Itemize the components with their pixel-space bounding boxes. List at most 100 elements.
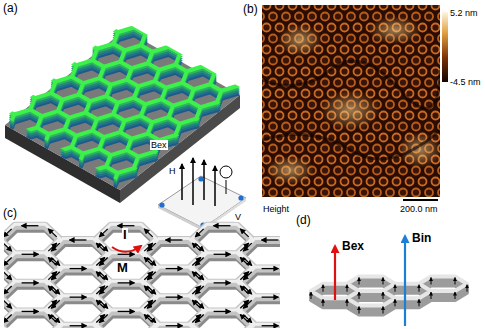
moment-arrow: [323, 299, 324, 306]
magnetization-arrow: [166, 297, 183, 298]
magnetization-arrow: [195, 300, 203, 308]
magnetization-arrow: [214, 225, 231, 226]
magnetization-arrow: [4, 229, 12, 237]
magnetization-arrow: [99, 272, 107, 280]
magnetization-arrow: [70, 239, 87, 240]
moment-arrow: [347, 299, 348, 306]
internal-field-label: Bin: [412, 232, 431, 246]
honeycomb-wall: [5, 22, 240, 182]
magnetization-arrow: [118, 311, 135, 312]
current-arrow: [112, 246, 141, 252]
magnetization-arrow: [22, 225, 39, 226]
magnetization-arrow: [70, 268, 87, 269]
external-field-label: Bex: [342, 240, 364, 254]
magnetization-arrow: [4, 300, 12, 308]
magnetization-arrow: [22, 282, 39, 283]
magnetization-arrow: [99, 229, 107, 237]
external-field-arrow: [334, 246, 336, 300]
magnetization-arrow: [147, 257, 155, 265]
magnetization-arrow: [147, 272, 155, 280]
magnetization-arrow: [51, 272, 59, 280]
magnetization-arrow: [4, 286, 12, 294]
moment-arrow: [359, 292, 360, 299]
panel-label: (d): [296, 214, 311, 228]
image-channel: Height: [263, 204, 289, 214]
panel-label: (c): [3, 207, 17, 221]
magnetization-arrow: [118, 282, 135, 283]
scale-min: -4.5 nm: [450, 77, 481, 87]
magnetization-arrow: [99, 315, 107, 323]
moment-arrow: [323, 285, 324, 292]
magnetization-arrow: [144, 229, 152, 237]
magnetization-arrow: [22, 254, 39, 255]
magnetization-arrow: [243, 257, 251, 265]
field-label: H: [168, 166, 177, 176]
magnetization-arrow: [243, 272, 251, 280]
moment-arrow: [455, 292, 456, 299]
magnetization-arrow: [4, 315, 12, 323]
magnetization-arrow: [4, 243, 12, 251]
scale-max: 5.2 nm: [450, 8, 478, 18]
magnetization-arrow: [195, 272, 203, 280]
magnetization-arrow: [195, 243, 203, 251]
magnetization-arrow: [48, 229, 56, 237]
moment-arrow: [359, 277, 360, 284]
magnetization-arrow: [4, 272, 12, 280]
magnetization-arrow: [99, 257, 107, 265]
magnetization-arrow: [262, 297, 279, 298]
magnetization-arrow: [262, 268, 279, 269]
magnetization-arrow: [166, 325, 183, 326]
magnetization-arrow: [243, 315, 251, 323]
magnetization-arrow: [51, 243, 59, 251]
magnetization-arrow: [51, 257, 59, 265]
magnetization-arrow: [147, 243, 155, 251]
moment-arrow: [383, 292, 384, 299]
voltage-label: V: [234, 212, 242, 222]
moment-arrow: [467, 285, 468, 292]
magnetization-arrow: [99, 243, 107, 251]
magnetization-arrow: [262, 325, 279, 326]
magnetization-arrow: [214, 282, 231, 283]
moment-arrow: [431, 292, 432, 299]
moment-arrow: [431, 277, 432, 284]
moment-arrow: [359, 307, 360, 314]
magnetization-arrow: [118, 254, 135, 255]
magnetization-arrow: [70, 325, 87, 326]
moment-arrow: [455, 277, 456, 284]
magnetization-arrow: [214, 311, 231, 312]
magnetization-arrow: [195, 286, 203, 294]
magnetization-arrow: [118, 225, 135, 226]
measurement-inset: [158, 158, 246, 231]
moment-arrow: [419, 285, 420, 292]
wire-highlight: [4, 224, 280, 328]
internal-field-arrow: [404, 236, 406, 326]
moment-arrow: [419, 299, 420, 306]
field-label: Bex: [150, 140, 168, 150]
magnetization-arrow: [147, 286, 155, 294]
magnetization-arrow: [51, 286, 59, 294]
magnetization-arrow: [147, 300, 155, 308]
moment-arrow: [347, 285, 348, 292]
magnetization-label: M: [116, 261, 129, 276]
magnetization-arrow: [51, 315, 59, 323]
magnetization-arrow: [166, 268, 183, 269]
moment-arrow: [395, 285, 396, 292]
magnetization-arrow: [166, 239, 183, 240]
magnetization-arrow: [195, 315, 203, 323]
magnetization-arrow: [99, 300, 107, 308]
scale-bar-label: 200.0 nm: [400, 204, 438, 214]
magnetization-arrow: [195, 257, 203, 265]
magnetization-arrow: [243, 286, 251, 294]
magnetization-arrow: [99, 286, 107, 294]
moment-arrow: [311, 292, 312, 299]
magnetization-arrow: [4, 257, 12, 265]
magnetization-arrow: [70, 297, 87, 298]
current-label: I: [122, 228, 128, 243]
magnetization-arrow: [195, 229, 203, 237]
magnetization-arrow: [240, 229, 248, 237]
magnetization-arrow: [243, 300, 251, 308]
magnetization-arrow: [262, 239, 279, 240]
magnetization-arrow: [243, 243, 251, 251]
magnetization-arrow: [147, 315, 155, 323]
